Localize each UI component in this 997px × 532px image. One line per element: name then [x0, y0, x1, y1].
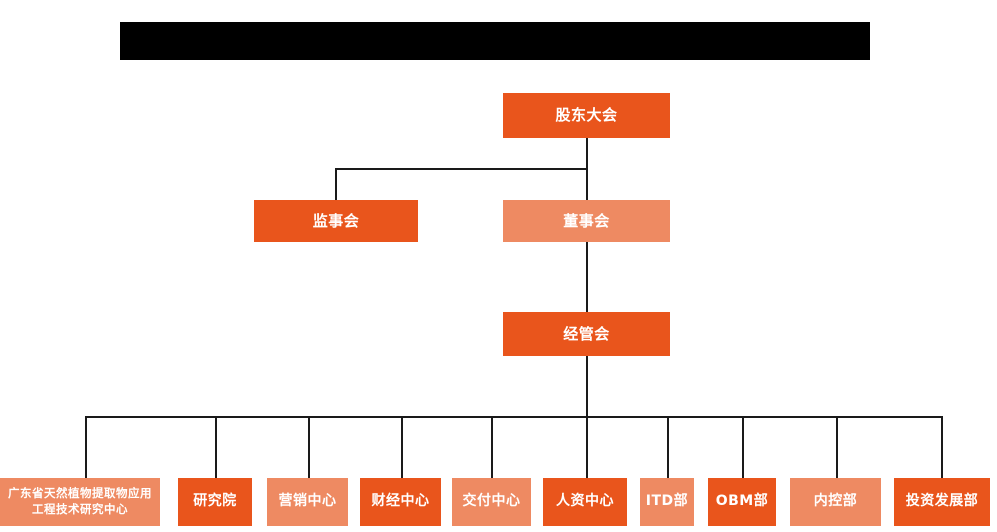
connector-to-board: [586, 168, 588, 201]
node-management-committee[interactable]: 经管会: [503, 312, 670, 356]
connector-management-stem: [586, 356, 588, 417]
redacted-title-bar: [120, 22, 870, 60]
node-itd-department[interactable]: ITD部: [640, 478, 694, 526]
node-marketing-center[interactable]: 营销中心: [267, 478, 348, 526]
connector-to-leaf-2: [215, 416, 217, 478]
node-delivery-center[interactable]: 交付中心: [452, 478, 531, 526]
connector-to-leaf-3: [308, 416, 310, 478]
connector-to-leaf-9: [836, 416, 838, 478]
connector-board-to-management: [586, 242, 588, 313]
connector-to-leaf-4: [401, 416, 403, 478]
node-board-of-supervisors[interactable]: 监事会: [254, 200, 418, 242]
node-internal-control-department[interactable]: 内控部: [790, 478, 881, 526]
connector-level2-bus: [335, 168, 588, 170]
connector-to-leaf-6: [586, 416, 588, 478]
connector-to-supervisors: [335, 168, 337, 201]
connector-to-leaf-1: [85, 416, 87, 478]
connector-to-leaf-7: [667, 416, 669, 478]
connector-to-leaf-8: [742, 416, 744, 478]
node-research-institute[interactable]: 研究院: [178, 478, 252, 526]
node-shareholders-meeting[interactable]: 股东大会: [503, 93, 670, 138]
node-hr-center[interactable]: 人资中心: [543, 478, 627, 526]
node-engineering-research-center[interactable]: 广东省天然植物提取物应用工程技术研究中心: [0, 478, 160, 526]
connector-leaf-bus: [85, 416, 943, 418]
node-investment-development-department[interactable]: 投资发展部: [894, 478, 990, 526]
connector-shareholders-stem: [586, 138, 588, 170]
connector-to-leaf-10: [941, 416, 943, 478]
node-obm-department[interactable]: OBM部: [708, 478, 776, 526]
node-finance-center[interactable]: 财经中心: [360, 478, 441, 526]
connector-to-leaf-5: [491, 416, 493, 478]
node-board-of-directors[interactable]: 董事会: [503, 200, 670, 242]
